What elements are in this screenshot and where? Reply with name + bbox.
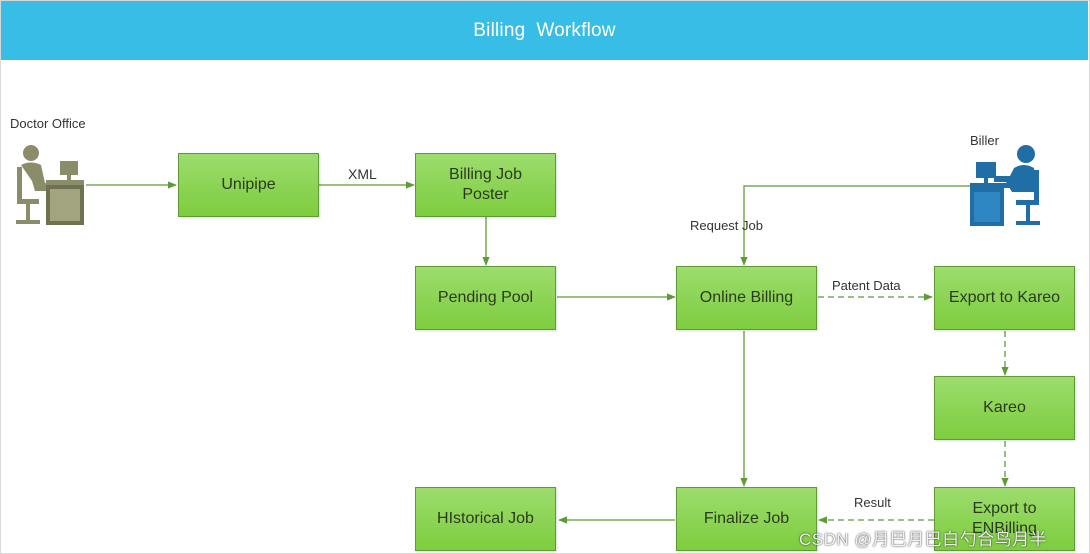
node-kareo: Kareo	[934, 376, 1075, 440]
watermark: CSDN @月巴月巴白勺合鸟月半	[799, 530, 1048, 549]
edge-label-request-job: Request Job	[690, 218, 763, 233]
edge-biller-request-job	[740, 185, 970, 266]
doctor-office-icon	[16, 145, 84, 225]
title-banner: Billing Workflow	[1, 1, 1088, 60]
node-unipipe: Unipipe	[178, 153, 319, 217]
node-pending-pool: Pending Pool	[415, 266, 556, 330]
biller-label: Biller	[970, 133, 999, 148]
edge-label-xml: XML	[348, 166, 377, 182]
doctor-office-label: Doctor Office	[10, 116, 86, 131]
node-billing-job-poster: Billing Job Poster	[415, 153, 556, 217]
node-export-to-enbilling: Export to ENBilling	[934, 487, 1075, 551]
node-historical-job: HIstorical Job	[415, 487, 556, 551]
edge-label-result: Result	[854, 495, 891, 510]
edge-label-patent-data: Patent Data	[832, 278, 901, 293]
node-online-billing: Online Billing	[676, 266, 817, 330]
diagram-title: Billing Workflow	[473, 19, 616, 41]
biller-icon	[970, 145, 1040, 226]
node-export-to-kareo: Export to Kareo	[934, 266, 1075, 330]
node-finalize-job: Finalize Job	[676, 487, 817, 551]
